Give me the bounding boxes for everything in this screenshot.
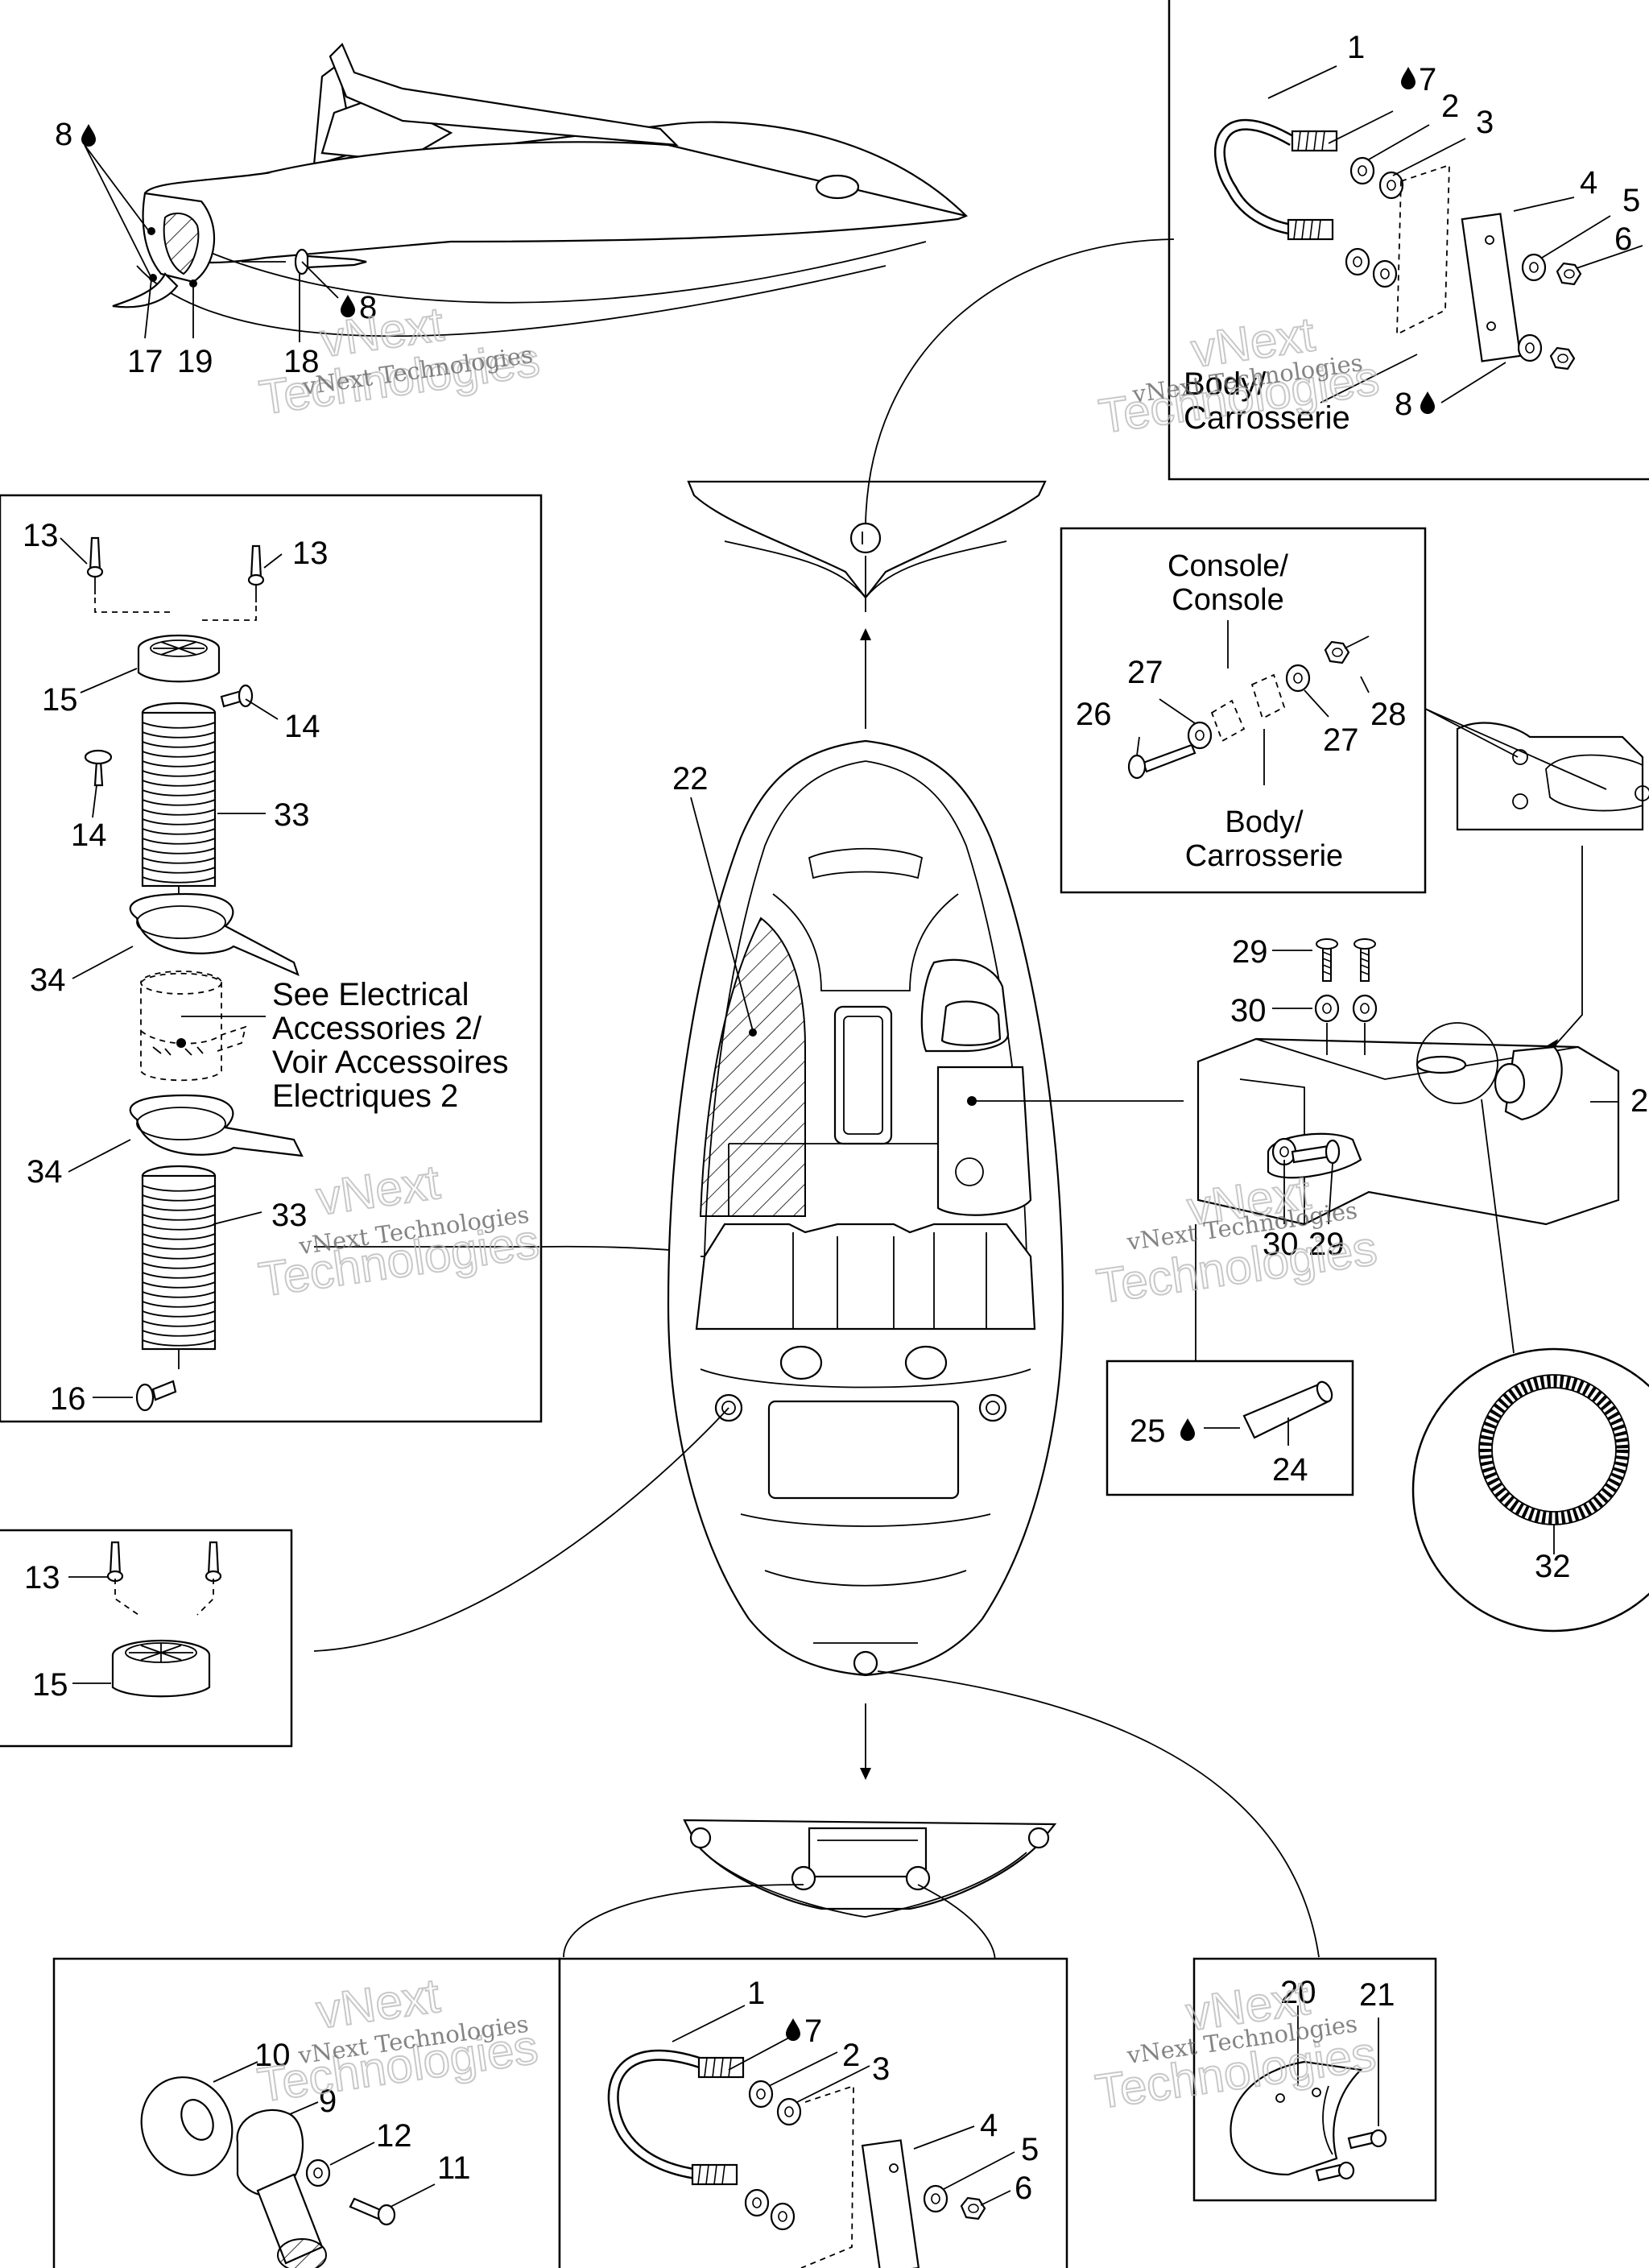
- label-6-b: 6: [1015, 2171, 1032, 2206]
- body-label-line1: Body/: [1184, 366, 1267, 402]
- label-24: 24: [1272, 1452, 1308, 1488]
- label-13-a: 13: [23, 518, 59, 553]
- label-25: 25: [1130, 1413, 1166, 1449]
- label-33-b: 33: [271, 1198, 308, 1233]
- label-19: 19: [177, 344, 213, 379]
- label-5-b: 5: [1021, 2132, 1039, 2167]
- label-7: 7: [1419, 62, 1436, 97]
- panel-drain-plug: 10 9 12 11: [52, 1957, 561, 2268]
- label-18: 18: [283, 344, 320, 379]
- boat-side-view: 8 8 17 19 18: [55, 43, 968, 379]
- panel-accessories: 13 13 15 14 14 33 34 34 33 16 See Electr…: [0, 494, 999, 1423]
- watermark: vNext Technologies vNext Technologies: [254, 1154, 543, 1308]
- panel-stern-eye: 1 7 2 3 4 5 6: [558, 1957, 1068, 2268]
- label-21: 21: [1359, 1977, 1395, 2013]
- label-33-a: 33: [274, 797, 310, 833]
- panel-drain-grill: 13 15: [0, 1529, 293, 1748]
- note-line-4: Electriques 2: [272, 1078, 458, 1114]
- console-body-label-line1: Body/: [1225, 805, 1304, 839]
- label-30-b: 30: [1263, 1227, 1299, 1262]
- label-14-b: 14: [71, 817, 107, 853]
- label-8: 8: [1395, 387, 1412, 422]
- panel-console: 27 26 28 27 Console/ Console Body/ Carro…: [1060, 527, 1427, 894]
- panel-bow-eye: 1 7 2 3 4 5 6 8 Body/ Carrosserie: [1168, 0, 1649, 481]
- console-label-line1: Console/: [1168, 549, 1288, 583]
- label-1-b: 1: [747, 1976, 765, 2011]
- body-label-line2: Carrosserie: [1184, 400, 1350, 436]
- label-34-a: 34: [30, 962, 66, 998]
- label-22: 22: [672, 761, 709, 797]
- console-body-label-line2: Carrosserie: [1185, 839, 1343, 873]
- label-29: 29: [1232, 934, 1268, 970]
- label-26: 26: [1076, 697, 1112, 732]
- label-6: 6: [1614, 221, 1632, 257]
- label-9: 9: [319, 2084, 337, 2119]
- oil-drop-icon: [81, 124, 96, 147]
- console-assembly: 29 30 2 30 29 25 24 32: [1106, 708, 1649, 1633]
- watercraft-top-view: 22: [313, 739, 1320, 1958]
- label-4: 4: [1580, 165, 1597, 201]
- oil-drop-icon: [1401, 67, 1415, 89]
- label-2: 2: [1441, 89, 1459, 124]
- label-27-a: 27: [1127, 655, 1163, 690]
- label-12: 12: [376, 2118, 412, 2154]
- label-16: 16: [50, 1381, 86, 1417]
- label-13-c: 13: [24, 1560, 60, 1595]
- note-line-1: See Electrical: [272, 977, 469, 1012]
- label-5: 5: [1622, 183, 1640, 218]
- label-8-b: 8: [359, 290, 377, 325]
- label-4-b: 4: [980, 2108, 998, 2143]
- label-29-b: 29: [1308, 1227, 1345, 1262]
- label-2-b: 2: [842, 2038, 860, 2073]
- label-28: 28: [1370, 697, 1407, 732]
- label-13-b: 13: [292, 536, 329, 571]
- label-15-b: 15: [32, 1667, 68, 1703]
- label-14-a: 14: [284, 709, 320, 744]
- label-17: 17: [127, 344, 163, 379]
- label-27-b: 27: [1323, 722, 1359, 758]
- label-2-console: 2: [1630, 1083, 1648, 1119]
- note-line-3: Voir Accessoires: [272, 1045, 508, 1080]
- label-10: 10: [254, 2038, 291, 2073]
- label-7-b: 7: [804, 2013, 822, 2049]
- stern-detail: [563, 1819, 1057, 1966]
- label-20: 20: [1280, 1975, 1316, 2010]
- label-34-b: 34: [27, 1154, 63, 1190]
- label-3-b: 3: [872, 2051, 890, 2087]
- console-label-line2: Console: [1172, 583, 1283, 617]
- label-32: 32: [1535, 1549, 1571, 1584]
- label-1: 1: [1347, 30, 1365, 65]
- label-30: 30: [1230, 993, 1267, 1028]
- note-line-2: Accessories 2/: [272, 1011, 482, 1046]
- label-3: 3: [1476, 105, 1494, 140]
- label-15: 15: [42, 682, 78, 718]
- panel-clip: 20 21: [1192, 1957, 1437, 2202]
- label-8-a: 8: [55, 117, 72, 152]
- bow-detail: [687, 238, 1175, 729]
- label-11: 11: [437, 2150, 471, 2186]
